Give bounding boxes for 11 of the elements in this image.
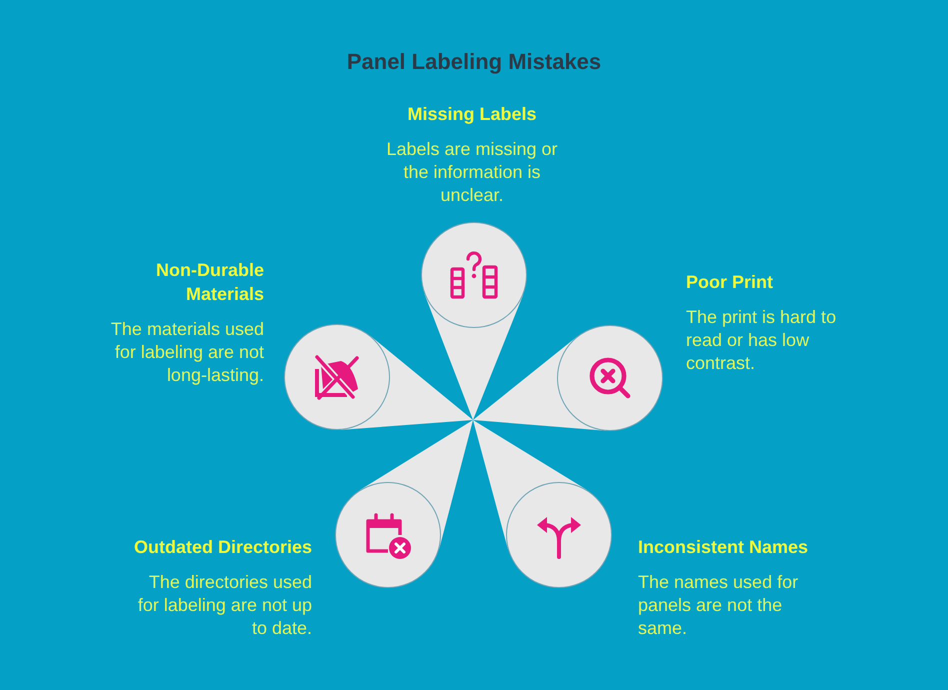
- mistake-description: Labels are missing or the information is unclear.: [385, 138, 559, 207]
- mistake-description: The print is hard to read or has low contrast.: [686, 306, 838, 375]
- diagram-title: Panel Labeling Mistakes: [346, 48, 602, 76]
- mistake-heading: Outdated Directories: [132, 536, 312, 559]
- mistake-heading: Poor Print: [686, 271, 774, 294]
- mistake-heading: Inconsistent Names: [638, 536, 810, 559]
- mistake-description: The directories used for labeling are not up to date.: [136, 571, 312, 640]
- mistake-description: The materials used for labeling are not long-lasting.: [110, 318, 264, 387]
- mistake-heading: Missing Labels: [406, 103, 538, 126]
- mistake-heading: Non-Durable Materials: [155, 259, 264, 306]
- mistake-description: The names used for panels are not the same.: [638, 571, 800, 640]
